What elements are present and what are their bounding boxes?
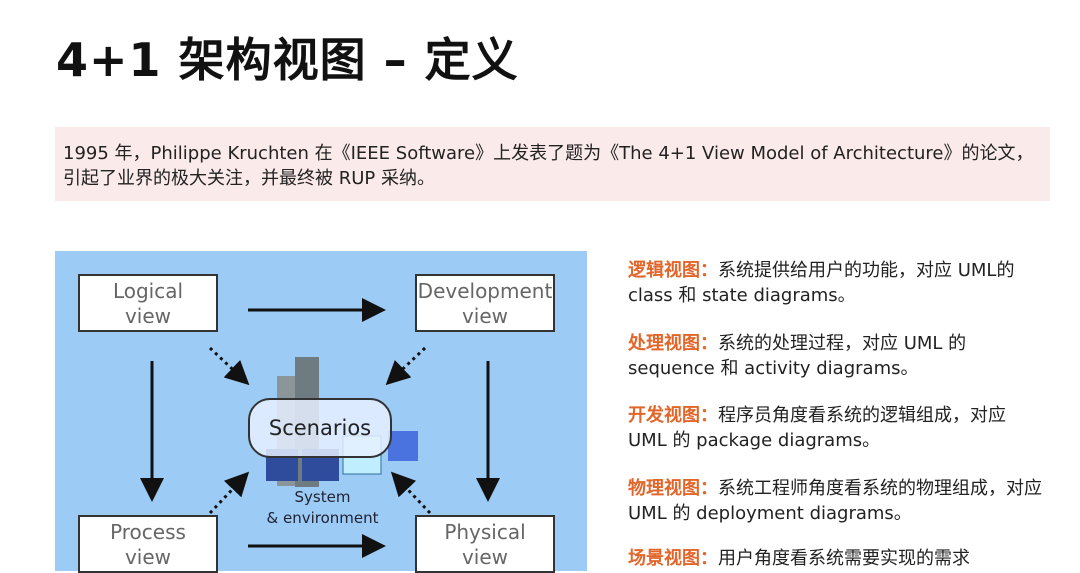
view-text: 程序员角度看系统的逻辑组成，对应 UML 的 package diagrams。 — [628, 405, 1006, 451]
view-heading: 场景视图： — [628, 548, 718, 569]
process-label: Process — [110, 520, 186, 544]
view-text: 系统的处理过程，对应 UML 的 sequence 和 activity dia… — [628, 333, 967, 379]
view-text: 系统提供给用户的功能，对应 UML的 class 和 state diagram… — [628, 260, 1015, 306]
scenarios-box: Scenarios — [248, 398, 392, 458]
view-heading: 物理视图： — [628, 478, 718, 499]
intro-text: 1995 年，Philippe Kruchten 在《IEEE Software… — [55, 127, 1050, 201]
physical-label: Physical — [444, 520, 526, 544]
view-heading: 处理视图： — [628, 333, 718, 354]
logical-label: Logical — [112, 279, 184, 303]
environment-label: & environment — [266, 509, 379, 527]
view-heading: 开发视图： — [628, 405, 718, 426]
view-heading: 逻辑视图： — [628, 260, 718, 281]
page-title: 4+1 架构视图 – 定义 — [56, 33, 519, 87]
physical-view-label: view — [461, 545, 509, 569]
development-view-desc: 开发视图：程序员角度看系统的逻辑组成，对应 UML 的 package diag… — [628, 403, 1048, 453]
process-view-label: view — [124, 545, 172, 569]
physical-view-desc: 物理视图：系统工程师角度看系统的物理组成，对应 UML 的 deployment… — [628, 476, 1048, 526]
view-text: 用户角度看系统需要实现的需求 — [718, 548, 970, 569]
development-label: Development — [417, 279, 553, 303]
development-view-label: view — [461, 304, 509, 328]
system-label: System — [294, 488, 351, 506]
process-view-desc: 处理视图：系统的处理过程，对应 UML 的 sequence 和 activit… — [628, 331, 1048, 381]
logical-view-desc: 逻辑视图：系统提供给用户的功能，对应 UML的 class 和 state di… — [628, 258, 1048, 308]
logical-view-label: view — [124, 304, 172, 328]
system-environment-label: System & environment — [250, 487, 395, 529]
view-text: 系统工程师角度看系统的物理组成，对应 UML 的 deployment diag… — [628, 478, 1042, 524]
scenario-view-desc: 场景视图：用户角度看系统需要实现的需求 — [628, 546, 1048, 571]
